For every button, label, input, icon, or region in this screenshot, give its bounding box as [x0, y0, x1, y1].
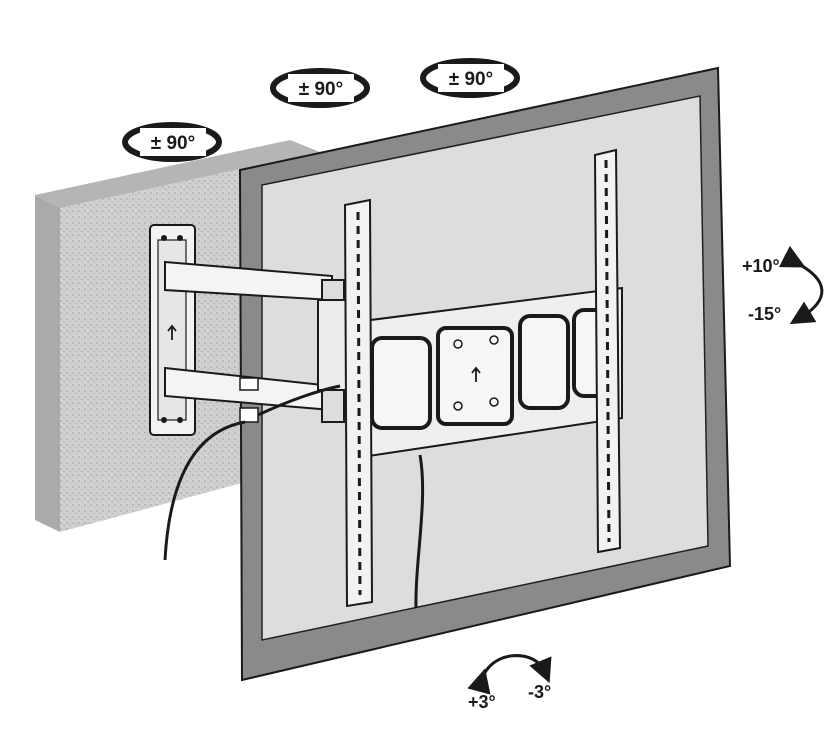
tilt-down-label: -15°: [748, 304, 781, 324]
tilt-arrow-icon: [778, 245, 824, 325]
swivel-label-middle: ± 90°: [299, 79, 343, 100]
wall-plate: [149, 224, 196, 436]
swivel-label-wall: ± 90°: [151, 133, 195, 154]
level-adjust-arrow-icon: [467, 654, 552, 695]
articulating-arms: [164, 260, 349, 423]
tilt-up-label: +10°: [742, 256, 780, 276]
level-right-label: -3°: [528, 682, 551, 702]
up-arrow-icon: [167, 324, 177, 340]
tv-bracket: [354, 286, 623, 460]
swivel-arrow-icon: [122, 58, 520, 162]
level-left-label: +3°: [468, 692, 496, 712]
cables: [163, 384, 425, 609]
swivel-label-tv: ± 90°: [449, 69, 493, 90]
vertical-rails: [343, 148, 622, 608]
